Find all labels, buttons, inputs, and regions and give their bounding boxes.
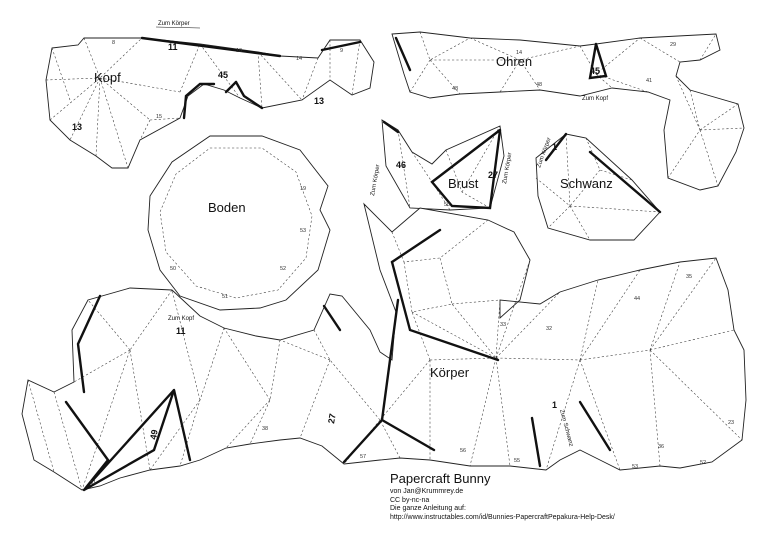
edge-number: 56 bbox=[460, 448, 466, 454]
edge-number: 35 bbox=[686, 274, 692, 280]
credits-author: von Jan@Krummrey.de bbox=[390, 488, 464, 495]
annotation-leader-line bbox=[155, 26, 201, 29]
edge-number: 8 bbox=[112, 40, 115, 46]
edge-number: 32 bbox=[546, 326, 552, 332]
glue-number-27: 27 bbox=[326, 413, 338, 425]
brust-label: Brust bbox=[448, 176, 479, 191]
credits-title: Papercraft Bunny bbox=[390, 471, 491, 486]
edge-number: 52 bbox=[700, 460, 706, 466]
credits-license: CC by-nc-na bbox=[390, 496, 430, 504]
brust-zum-koerper-annotation-b: Zum Körper bbox=[502, 152, 513, 184]
brust-zum-koerper-annotation: Zum Körper bbox=[370, 164, 381, 196]
edge-number: 53 bbox=[632, 464, 638, 470]
glue-number-45: 45 bbox=[590, 66, 600, 76]
edge-number: 50 bbox=[444, 202, 450, 208]
edge-number: 19 bbox=[300, 186, 306, 192]
glue-number-13-b: 13 bbox=[72, 122, 82, 132]
edge-number: 14 bbox=[296, 56, 302, 62]
edge-number: 44 bbox=[634, 296, 640, 302]
glue-number-27: 27 bbox=[488, 170, 498, 180]
edge-number: 38 bbox=[262, 426, 268, 432]
glue-number-11: 11 bbox=[168, 42, 178, 52]
kopf-piece: Kopf Zum Körper 11 45 13 13 8 10 14 9 15 bbox=[45, 21, 375, 169]
brust-piece: Brust 46 27 Zum Körper Zum Körper 50 bbox=[370, 119, 513, 211]
edge-number: 50 bbox=[170, 266, 176, 272]
boden-piece: Boden 51 50 19 52 53 bbox=[147, 135, 331, 311]
schwanz-piece: Schwanz 1 Zum Körper bbox=[535, 132, 662, 241]
ohren-label: Ohren bbox=[496, 54, 532, 69]
edge-number: 51 bbox=[222, 294, 228, 300]
edge-number: 9 bbox=[340, 48, 343, 54]
edge-number: 29 bbox=[670, 42, 676, 48]
edge-number: 14 bbox=[516, 50, 522, 56]
glue-number-46: 46 bbox=[396, 160, 406, 170]
glue-number-11: 11 bbox=[176, 326, 186, 336]
edge-number: 51 bbox=[90, 480, 96, 486]
koerper-zum-kopf-annotation: Zum Kopf bbox=[168, 316, 194, 322]
edge-number: 15 bbox=[156, 114, 162, 120]
glue-number-1: 1 bbox=[552, 400, 557, 410]
edge-number: 36 bbox=[658, 444, 664, 450]
glue-number-13: 13 bbox=[314, 96, 324, 106]
edge-number: 52 bbox=[280, 266, 286, 272]
kopf-label: Kopf bbox=[94, 70, 121, 85]
glue-number-49: 49 bbox=[148, 429, 160, 441]
koerper-piece: Körper Zum Kopf 11 49 27 1 Zum Schwanz 5… bbox=[21, 202, 747, 492]
ohren-piece: Ohren 45 Zum Kopf 48 48 29 41 14 bbox=[391, 31, 745, 191]
edge-number: 33 bbox=[500, 322, 506, 328]
kopf-zum-koerper-annotation: Zum Körper bbox=[158, 21, 190, 27]
credits-url[interactable]: http://www.instructables.com/id/Bunnies-… bbox=[390, 513, 615, 521]
boden-label: Boden bbox=[208, 200, 246, 215]
edge-number: 10 bbox=[236, 48, 242, 54]
edge-number: 55 bbox=[514, 458, 520, 464]
edge-number: 53 bbox=[300, 228, 306, 234]
schwanz-label: Schwanz bbox=[560, 176, 613, 191]
edge-number: 48 bbox=[536, 82, 542, 88]
glue-number-45: 45 bbox=[218, 70, 228, 80]
credits-block: Papercraft Bunny von Jan@Krummrey.de CC … bbox=[390, 472, 750, 522]
edge-number: 23 bbox=[728, 420, 734, 426]
ohren-zum-kopf-annotation: Zum Kopf bbox=[582, 96, 608, 102]
credits-instructions: Die ganze Anleitung auf: bbox=[390, 505, 466, 512]
edge-number: 41 bbox=[646, 78, 652, 84]
koerper-label: Körper bbox=[430, 365, 470, 380]
edge-number: 48 bbox=[452, 86, 458, 92]
edge-number: 57 bbox=[360, 454, 366, 460]
glue-number-1: 1 bbox=[552, 142, 557, 152]
